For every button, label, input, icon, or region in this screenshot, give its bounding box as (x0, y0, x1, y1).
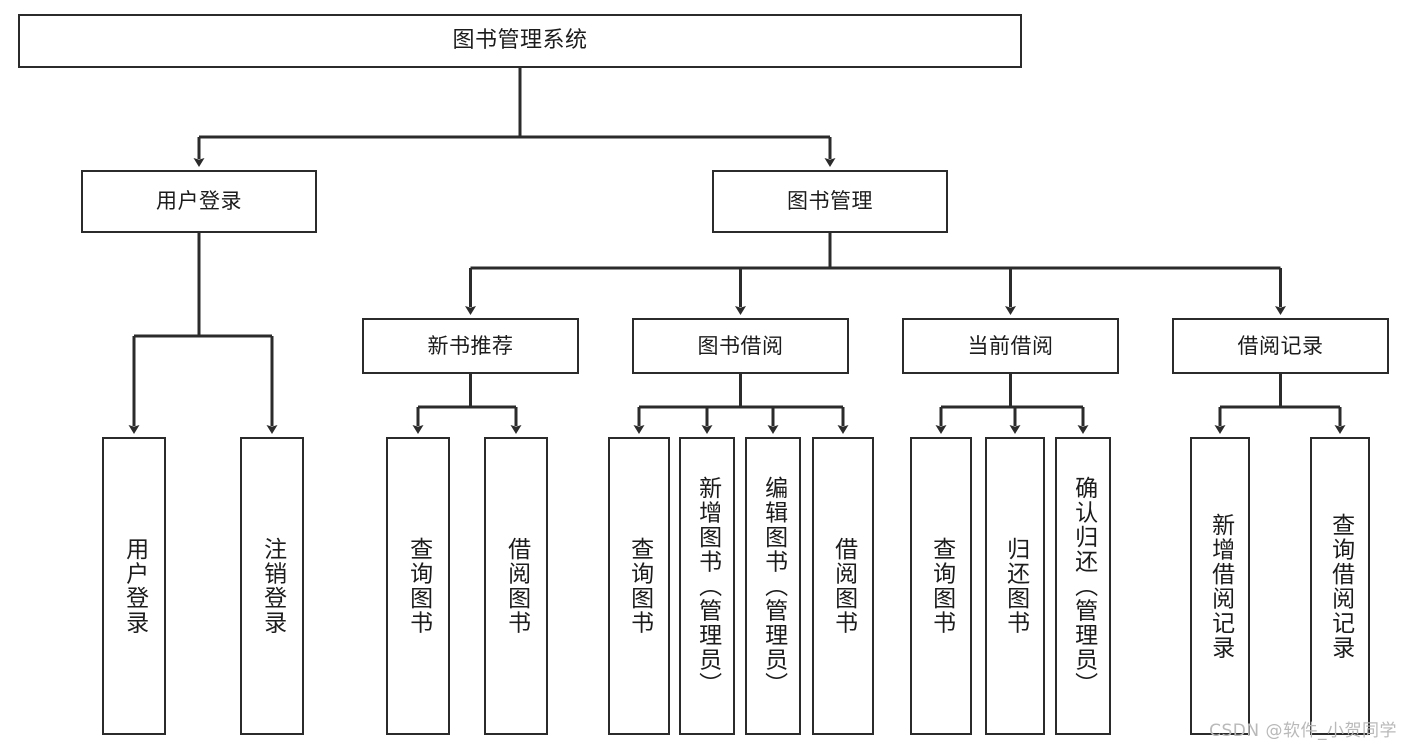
node-leaf-add-book: 新增图书（管理员） (679, 437, 735, 735)
node-leaf-query-book-3: 查询图书 (910, 437, 972, 735)
node-label: 查询图书 (405, 537, 432, 635)
node-root: 图书管理系统 (18, 14, 1022, 68)
node-user-login: 用户登录 (81, 170, 317, 233)
node-borrow-record: 借阅记录 (1172, 318, 1389, 374)
node-leaf-add-record: 新增借阅记录 (1190, 437, 1250, 735)
node-leaf-query-book-1: 查询图书 (386, 437, 450, 735)
node-label: 注销登录 (259, 537, 286, 635)
node-leaf-logout: 注销登录 (240, 437, 304, 735)
node-label: 查询图书 (928, 537, 955, 635)
node-leaf-borrow-book-2: 借阅图书 (812, 437, 874, 735)
node-label: 查询图书 (626, 537, 653, 635)
node-leaf-user-login: 用户登录 (102, 437, 166, 735)
node-label: 查询借阅记录 (1327, 512, 1354, 660)
node-current-borrow: 当前借阅 (902, 318, 1119, 374)
node-label: 新增图书（管理员） (694, 475, 721, 697)
node-leaf-query-book-2: 查询图书 (608, 437, 670, 735)
node-label: 归还图书 (1002, 537, 1029, 635)
node-label: 当前借阅 (967, 333, 1054, 358)
node-label: 借阅记录 (1237, 333, 1324, 358)
node-leaf-borrow-book-1: 借阅图书 (484, 437, 548, 735)
node-label: 用户登录 (121, 537, 148, 635)
node-label: 借阅图书 (830, 537, 857, 635)
node-label: 新增借阅记录 (1207, 512, 1234, 660)
node-label: 新书推荐 (427, 333, 514, 358)
node-label: 借阅图书 (503, 537, 530, 635)
node-book-borrow: 图书借阅 (632, 318, 849, 374)
node-leaf-query-record: 查询借阅记录 (1310, 437, 1370, 735)
node-label: 用户登录 (156, 189, 242, 214)
node-leaf-return-book: 归还图书 (985, 437, 1045, 735)
watermark-text: CSDN @软件_小贺同学 (1209, 721, 1397, 741)
node-leaf-confirm-return: 确认归还（管理员） (1055, 437, 1111, 735)
node-label: 图书管理 (787, 189, 873, 214)
node-label: 确认归还（管理员） (1070, 475, 1097, 697)
node-label: 图书管理系统 (452, 28, 588, 54)
node-leaf-edit-book: 编辑图书（管理员） (745, 437, 801, 735)
node-label: 图书借阅 (697, 333, 784, 358)
node-label: 编辑图书（管理员） (760, 475, 787, 697)
node-new-book-rec: 新书推荐 (362, 318, 579, 374)
node-book-manage: 图书管理 (712, 170, 948, 233)
